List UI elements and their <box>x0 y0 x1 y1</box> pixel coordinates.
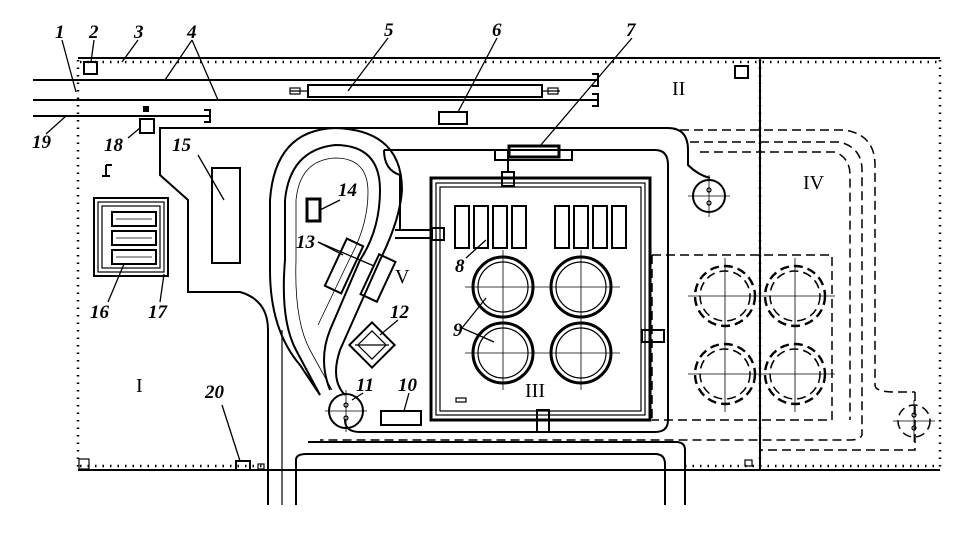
building-10 <box>380 410 422 426</box>
label-14: 14 <box>338 180 357 201</box>
future-tanks-zone-4 <box>688 258 835 412</box>
label-15: 15 <box>172 135 192 156</box>
structure-12 <box>347 320 397 370</box>
label-10: 10 <box>398 375 418 396</box>
zone-label-1: I <box>136 375 143 397</box>
future-tank-right <box>893 400 935 442</box>
label-2: 2 <box>88 22 99 43</box>
gate-post <box>257 463 265 470</box>
gate-20 <box>235 460 251 471</box>
zone-label-5: V <box>395 266 410 288</box>
label-1: 1 <box>55 22 65 43</box>
tank-11 <box>325 390 367 432</box>
future-roads <box>320 129 916 451</box>
zone-labels: I II III IV V <box>136 78 825 402</box>
road-notch <box>494 150 573 161</box>
label-19: 19 <box>32 132 52 153</box>
building-18 <box>139 118 155 134</box>
label-17: 17 <box>148 302 169 323</box>
label-12: 12 <box>390 302 410 323</box>
building-14 <box>305 197 322 223</box>
post-marker <box>143 106 149 112</box>
leader-lines <box>45 37 633 462</box>
building-15 <box>211 167 241 264</box>
tank-farm-zone-3 <box>395 150 665 433</box>
zone-label-4: IV <box>803 172 825 194</box>
loading-platform-5 <box>289 84 560 98</box>
label-11: 11 <box>356 375 374 396</box>
label-7: 7 <box>626 20 637 41</box>
label-13: 13 <box>296 232 315 253</box>
building-6 <box>438 111 468 125</box>
label-18: 18 <box>104 135 124 156</box>
label-4: 4 <box>186 22 197 43</box>
zone-label-3: III <box>525 380 545 402</box>
loop-road-zone-5 <box>269 126 404 396</box>
storage-16-17 <box>93 197 169 277</box>
label-16: 16 <box>90 302 110 323</box>
label-3: 3 <box>133 22 144 43</box>
label-9: 9 <box>453 320 463 341</box>
label-5: 5 <box>384 20 394 41</box>
site-boundary <box>76 57 942 471</box>
small-building-zone2 <box>734 65 749 79</box>
signal-marker <box>102 164 112 177</box>
label-8: 8 <box>455 256 465 277</box>
label-6: 6 <box>492 20 502 41</box>
building-7 <box>507 144 561 159</box>
zone-1-road-outline <box>159 127 711 505</box>
zone-label-2: II <box>672 78 685 100</box>
railway-tracks <box>33 73 599 123</box>
structures-13 <box>323 237 397 304</box>
label-20: 20 <box>204 382 225 403</box>
number-labels: 1 2 3 4 5 6 7 8 9 10 11 12 13 14 15 16 1… <box>32 20 637 403</box>
tank-near-zone-2 <box>688 175 730 217</box>
guard-box-2 <box>83 61 98 75</box>
